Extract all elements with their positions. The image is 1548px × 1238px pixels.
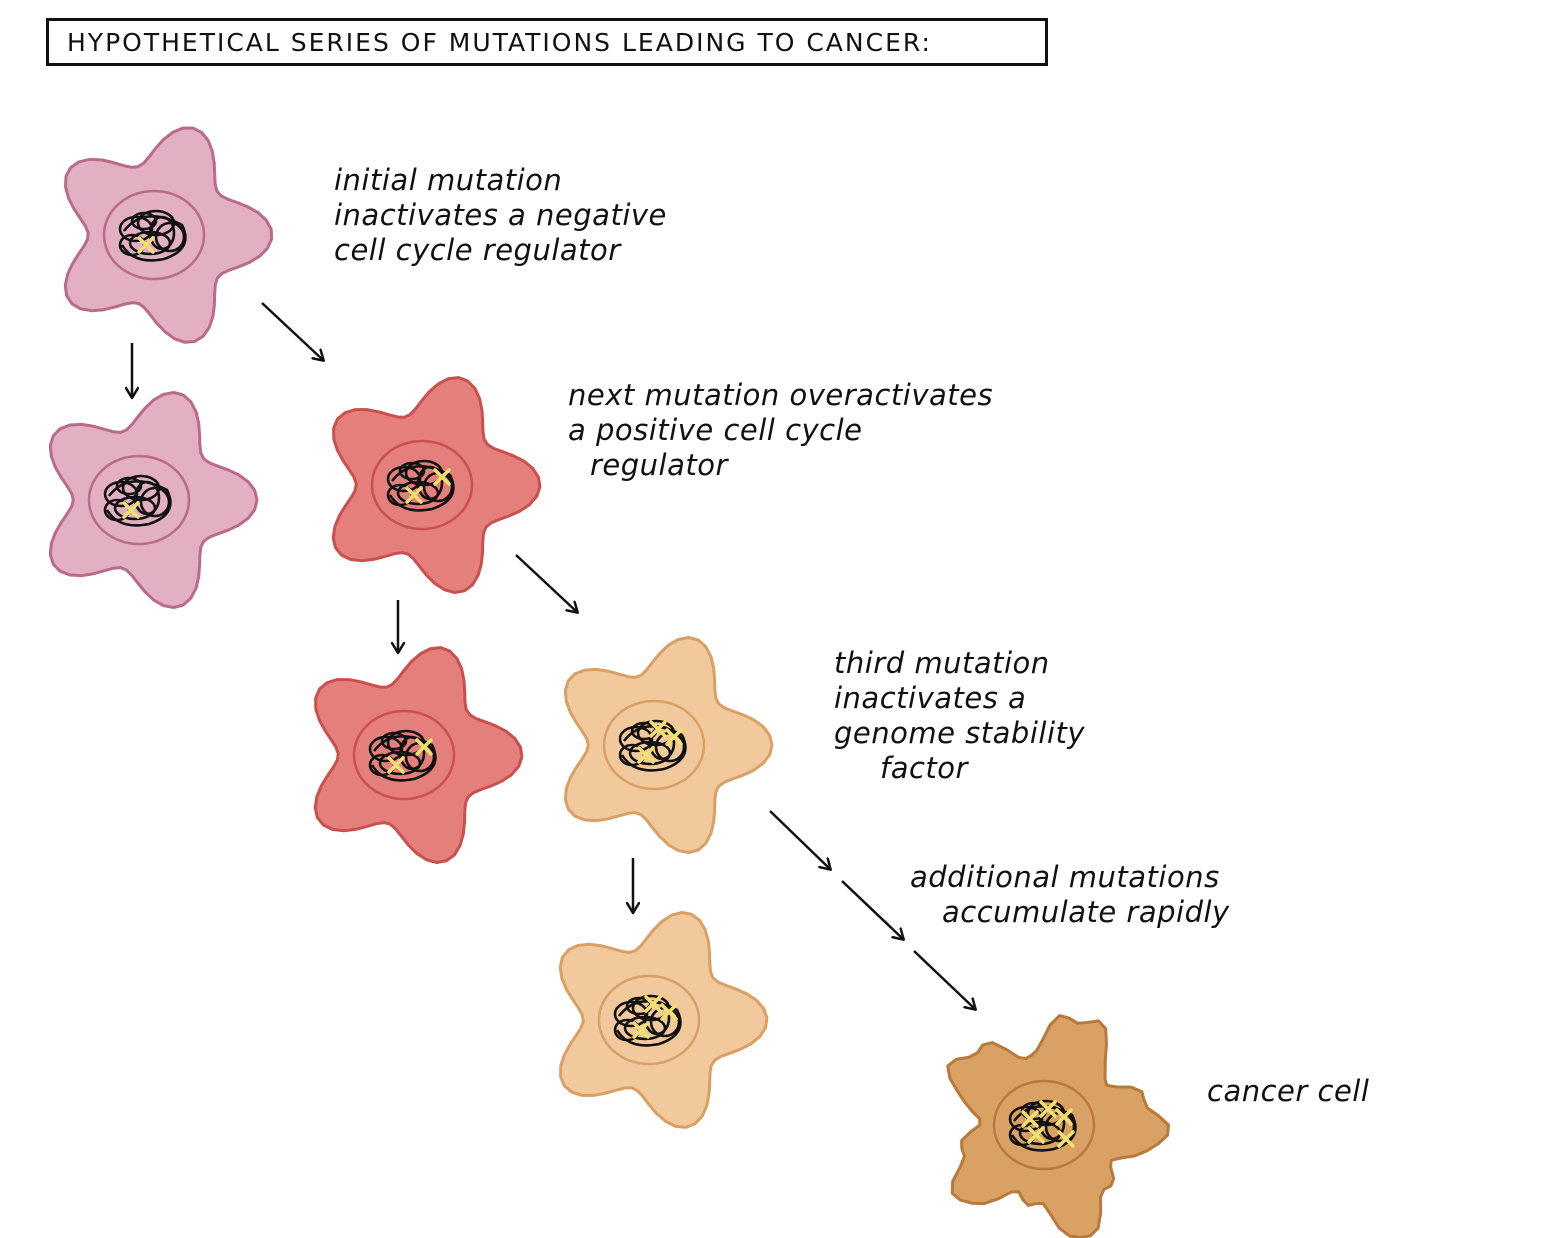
- label-line: a positive cell cycle: [568, 413, 863, 447]
- chromatin: [618, 719, 687, 772]
- mutation-mark: [644, 995, 662, 1013]
- arrow-diag-3a: [769, 810, 830, 869]
- label-line: third mutation: [834, 646, 1050, 680]
- arrow-diag-1: [261, 302, 323, 360]
- chromatin: [118, 209, 187, 262]
- arrow-diag-3c: [913, 950, 975, 1009]
- mutation-mark: [1055, 1108, 1073, 1126]
- mutation-mark: [433, 468, 451, 486]
- cell-3-child: [558, 911, 769, 1129]
- arrow-diag-3b: [841, 880, 903, 939]
- mutation-mark: [649, 720, 667, 738]
- mutation-mark: [122, 501, 140, 519]
- mutation-mark: [632, 1021, 650, 1039]
- mutation-mark: [637, 746, 655, 764]
- mutation-mark: [1027, 1126, 1045, 1144]
- mutation-mark: [1021, 1110, 1039, 1128]
- label-additional-mutations: additional mutations accumulate rapidly: [910, 860, 1230, 930]
- label-initial-mutation: initial mutation inactivates a negative …: [334, 163, 667, 268]
- mutation-mark: [1057, 1130, 1075, 1148]
- label-line: factor: [880, 751, 968, 785]
- chromatin: [613, 994, 682, 1047]
- mutation-mark: [387, 756, 405, 774]
- mutation-mark: [665, 728, 683, 746]
- mutation-mark: [415, 738, 433, 756]
- label-next-mutation: next mutation overactivates a positive c…: [568, 378, 993, 483]
- chromatin: [368, 729, 437, 782]
- label-line: accumulate rapidly: [942, 895, 1230, 929]
- label-line: initial mutation: [334, 163, 563, 197]
- mutation-mark: [405, 486, 423, 504]
- arrow-diag-2: [515, 554, 577, 612]
- label-line: cell cycle regulator: [334, 233, 621, 267]
- cell-1-parent: [63, 126, 274, 344]
- cell-1-child: [48, 391, 259, 609]
- title-box: HYPOTHETICAL SERIES OF MUTATIONS LEADING…: [46, 18, 1048, 66]
- label-line: cancer cell: [1207, 1074, 1370, 1108]
- label-line: genome stability: [834, 716, 1086, 750]
- label-third-mutation: third mutation inactivates a genome stab…: [834, 646, 1085, 786]
- mutation-mark: [660, 1003, 678, 1021]
- cell-2-child: [313, 646, 524, 864]
- label-line: additional mutations: [910, 860, 1220, 894]
- cancer-cell: [946, 1014, 1170, 1238]
- label-line: inactivates a negative: [334, 198, 667, 232]
- label-line: inactivates a: [834, 681, 1027, 715]
- mutation-mark: [137, 236, 155, 254]
- mutation-mark: [1039, 1100, 1057, 1118]
- cell-2-parent: [331, 376, 542, 594]
- cell-3-parent: [563, 636, 774, 854]
- label-line: next mutation overactivates: [568, 378, 994, 412]
- label-line: regulator: [590, 448, 728, 482]
- diagram-title: HYPOTHETICAL SERIES OF MUTATIONS LEADING…: [67, 27, 932, 57]
- label-cancer-cell: cancer cell: [1207, 1074, 1369, 1109]
